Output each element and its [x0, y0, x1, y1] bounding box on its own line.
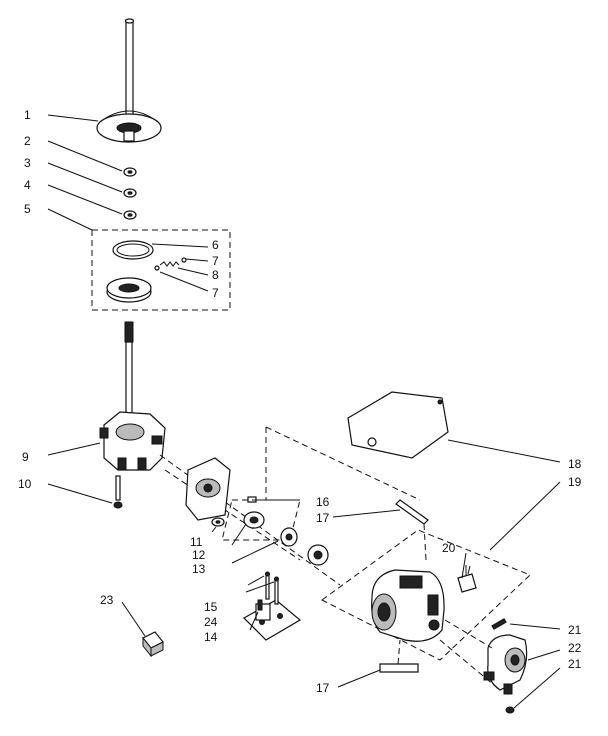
callout-7-upper: 7: [212, 254, 219, 268]
callout-7-lower: 7: [212, 286, 219, 300]
part-4-washer: [123, 210, 137, 220]
callout-10: 10: [18, 477, 32, 491]
axis-line-gear-coupler: [164, 469, 301, 561]
part-14-bracket: [243, 599, 302, 641]
part-20-capacitor: [457, 565, 477, 593]
motor: [371, 569, 445, 642]
callout-2: 2: [24, 134, 31, 148]
part-coupler-hub: [307, 544, 329, 566]
callout-23: 23: [100, 593, 114, 607]
callout-24: 24: [204, 615, 218, 629]
part-3-washer: [123, 188, 137, 198]
part-11-screw: [211, 517, 225, 527]
mounting-plate: [185, 457, 231, 521]
part-15-screws: [265, 571, 279, 605]
callout-5: 5: [24, 202, 31, 216]
part-17-bracket-upper: [395, 499, 429, 525]
callout-6: 6: [212, 238, 219, 252]
axis-line-motor-pump: [444, 619, 493, 649]
callout-20: 20: [442, 541, 456, 555]
callout-13: 13: [192, 562, 206, 576]
callout-11: 11: [190, 535, 203, 549]
leader-lines: [47, 114, 561, 709]
callout-12: 12: [192, 548, 206, 562]
part-1-hub: [96, 110, 162, 143]
part-18-shield: [347, 391, 449, 459]
callout-17-lower: 17: [316, 681, 330, 695]
part-24-clip: [257, 599, 263, 611]
part-10-bolt: [113, 475, 123, 509]
rail-line-diagonal: [265, 426, 421, 501]
part-2-washer: [123, 167, 137, 177]
callout-9: 9: [22, 450, 29, 464]
callout-labels: 1 2 3 4 5 6 7 8 7 9 10 11 12 13 14 15 16…: [18, 108, 582, 695]
callout-19: 19: [568, 475, 582, 489]
callout-16: 16: [316, 495, 330, 509]
part-9-gearcase: [99, 411, 166, 471]
part-5-assembly-box: [91, 229, 231, 311]
axis-line-motor-pump-lower: [439, 639, 501, 691]
callout-17-upper: 17: [316, 511, 330, 525]
part-22-pump: [483, 634, 528, 695]
callout-18: 18: [568, 457, 582, 471]
callout-4: 4: [24, 178, 31, 192]
part-12-coupler: [243, 511, 265, 529]
callout-21-lower: 21: [568, 657, 582, 671]
part-17-bracket-lower: [379, 639, 419, 673]
callout-8: 8: [212, 268, 219, 282]
part-21-pin-lower: [505, 706, 515, 714]
drive-shaft-top: [124, 18, 135, 121]
part-23-cap: [142, 631, 164, 658]
callout-22: 22: [568, 641, 582, 655]
callout-21-upper: 21: [568, 623, 582, 637]
part-13-coupler-disc: [280, 527, 298, 547]
callout-1: 1: [24, 108, 31, 122]
callout-14: 14: [204, 630, 218, 644]
callout-3: 3: [24, 156, 31, 170]
callout-15: 15: [204, 600, 218, 614]
bracket-drop-line: [423, 523, 427, 561]
part-21-pin-upper: [491, 618, 507, 630]
